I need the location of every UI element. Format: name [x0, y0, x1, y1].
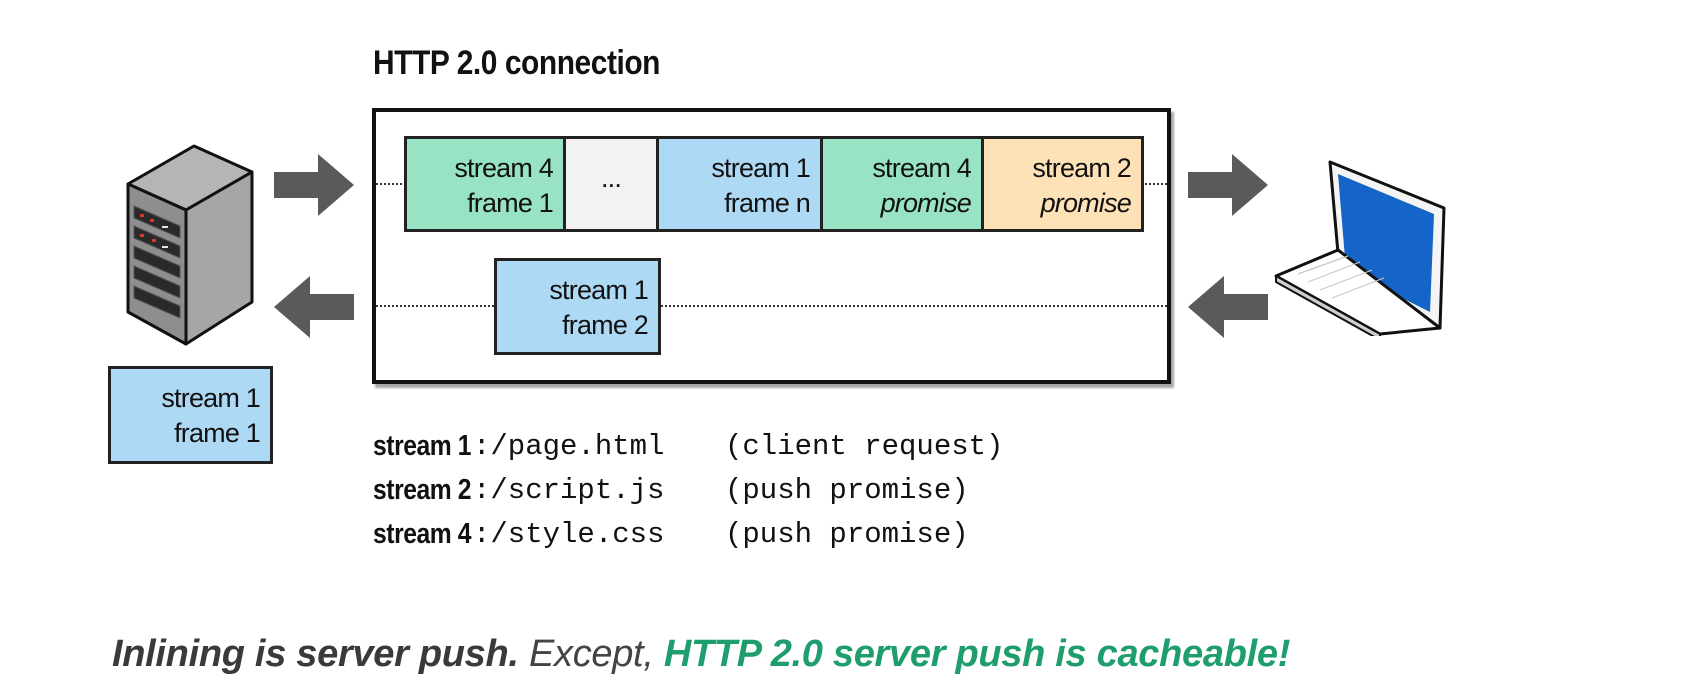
legend-colon: :	[473, 474, 491, 507]
inbound-dotted-line-right	[661, 305, 1167, 307]
outbound-dotted-line-right	[1141, 183, 1167, 185]
caption-part2: Except,	[518, 633, 664, 675]
legend-colon: :	[473, 430, 491, 463]
arrow-right-icon	[274, 154, 354, 216]
frame-ellipsis: ...	[563, 136, 659, 232]
frame-stream1-frame1: stream 1 frame 1	[108, 366, 273, 464]
legend-note: (push promise)	[725, 518, 969, 551]
frame-stream4-promise: stream 4 promise	[820, 136, 984, 232]
legend-row: stream 2:/script.js (push promise)	[373, 474, 969, 518]
frame-line1: stream 4	[454, 153, 553, 183]
server-icon	[126, 144, 254, 346]
frame-stream4-frame1: stream 4 frame 1	[404, 136, 566, 232]
legend-note: (push promise)	[725, 474, 969, 507]
caption: Inlining is server push. Except, HTTP 2.…	[112, 633, 1290, 676]
legend-colon: :	[473, 518, 491, 551]
frame-line1: stream 2	[1032, 153, 1131, 183]
frame-line2: frame 2	[562, 310, 649, 340]
frame-line1: stream 1	[549, 275, 648, 305]
caption-part3: HTTP 2.0 server push is cacheable!	[663, 633, 1291, 675]
connection-title: HTTP 2.0 connection	[373, 44, 661, 82]
frame-stream1-framen: stream 1 frame n	[656, 136, 823, 232]
legend-stream-label: stream 1	[373, 430, 472, 462]
frame-line1: ...	[600, 163, 622, 193]
legend-row: stream 1:/page.html (client request)	[373, 430, 1003, 474]
legend-stream-label: stream 2	[373, 474, 472, 506]
laptop-icon	[1274, 160, 1446, 336]
arrow-left-icon	[1188, 276, 1268, 338]
frame-stream1-frame2: stream 1 frame 2	[494, 258, 661, 355]
frame-line2: promise	[1040, 188, 1132, 218]
inbound-dotted-line-left	[376, 305, 494, 307]
arrow-right-icon	[1188, 154, 1268, 216]
frame-line1: stream 4	[872, 153, 971, 183]
frame-line1: stream 1	[711, 153, 810, 183]
legend-path: /style.css	[490, 518, 665, 551]
legend-note: (client request)	[725, 430, 1004, 463]
frame-line2: frame n	[724, 188, 811, 218]
caption-part1: Inlining is server push.	[112, 633, 519, 675]
stream-legend: stream 1:/page.html(client request) stre…	[373, 430, 1003, 562]
legend-stream-label: stream 4	[373, 518, 472, 550]
frame-line2: frame 1	[174, 418, 261, 448]
frame-line2: promise	[880, 188, 972, 218]
frame-line1: stream 1	[161, 383, 260, 413]
legend-path: /page.html	[490, 430, 665, 463]
outbound-dotted-line-left	[376, 183, 406, 185]
frame-line2: frame 1	[467, 188, 554, 218]
arrow-left-icon	[274, 276, 354, 338]
frame-stream2-promise: stream 2 promise	[981, 136, 1144, 232]
legend-row: stream 4:/style.css (push promise)	[373, 518, 969, 562]
legend-path: /script.js	[490, 474, 665, 507]
